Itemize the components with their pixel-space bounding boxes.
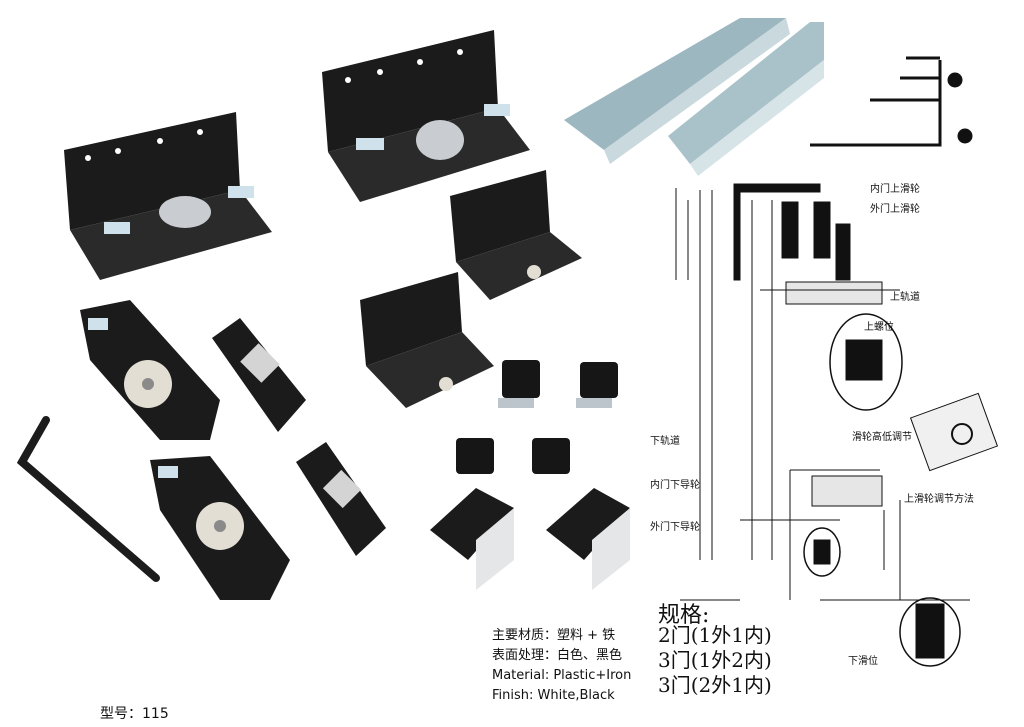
top-roller-bracket-left (64, 112, 272, 280)
label-inner-bottom-guide: 内门下导轮 (650, 480, 700, 491)
label-inner-top-roller: 内门上滑轮 (870, 184, 920, 195)
clip-bracket-2 (546, 488, 630, 590)
label-outer-top-roller: 外门上滑轮 (870, 204, 920, 215)
bottom-roller-assembly-1 (80, 300, 220, 440)
standard-option: 3门(1外2内) (658, 648, 772, 672)
finish-en: Finish: White,Black (492, 688, 615, 703)
label-top-pulley-adjust-method: 上滑轮调节方法 (904, 494, 974, 505)
clip-bracket-1 (430, 488, 514, 590)
finish-cn: 表面处理：白色、黑色 (492, 648, 623, 663)
hex-key-icon (16, 416, 160, 582)
standard-option: 2门(1外1内) (658, 623, 772, 647)
label-bottom-slide-position: 下滑位 (848, 656, 878, 667)
technical-diagram (675, 183, 999, 667)
spec-block: 主要材质：塑料 + 铁 表面处理：白色、黑色 Material: Plastic… (492, 626, 631, 706)
label-top-track: 上轨道 (890, 292, 920, 303)
standard-title: 规格: (658, 603, 710, 628)
bottom-guide-bracket-2 (360, 272, 494, 408)
top-roller-bracket-right (322, 30, 530, 202)
label-outer-bottom-guide: 外门下导轮 (650, 522, 700, 533)
standard-options: 2门(1外1内) 3门(1外2内) 3门(2外1内) (658, 623, 772, 698)
label-top-screw: 上螺位 (864, 322, 894, 333)
guide-block-icon (456, 360, 618, 474)
model-number: 型号：115 (100, 706, 169, 722)
standard-option: 3门(2外1内) (658, 673, 772, 697)
label-bottom-track: 下轨道 (650, 436, 680, 447)
material-en: Material: Plastic+Iron (492, 668, 632, 683)
rail-cross-section (810, 56, 973, 147)
material-cn: 主要材质：塑料 + 铁 (492, 628, 616, 643)
bottom-guide-bracket-1 (450, 170, 582, 300)
side-guide-plate-2 (296, 442, 386, 556)
label-pulley-height-adjust: 滑轮高低调节 (852, 432, 912, 443)
rail-profile-icon (564, 18, 824, 176)
bottom-roller-assembly-2 (150, 456, 290, 600)
side-guide-plate-1 (212, 318, 306, 432)
